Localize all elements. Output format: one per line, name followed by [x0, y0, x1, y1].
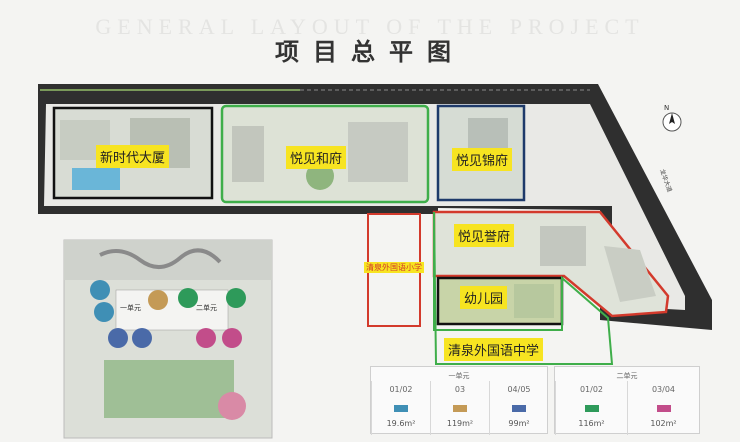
unit-group-2: 二单元 01/02 116m² 03/04 102m²	[554, 366, 700, 435]
svg-text:N: N	[664, 104, 669, 112]
unit-code: 03	[454, 385, 466, 394]
title-english: GENERAL LAYOUT OF THE PROJECT	[95, 14, 645, 39]
unit-swatch	[656, 405, 671, 412]
unit-swatch	[394, 405, 408, 412]
unit-col: 01/02 19.6m²	[371, 381, 430, 435]
unit-marker	[148, 290, 168, 310]
unit-group-title: 二单元	[616, 372, 638, 380]
unit-area: 119m²	[446, 419, 474, 428]
unit-area-table: 一单元 01/02 19.6m² 03 119m² 04/05 99m² 二单元…	[370, 366, 700, 435]
label-yuejian-jinfu: 悦见锦府	[452, 148, 513, 171]
unit-code: 03/04	[651, 385, 676, 394]
label-kindergarten: 幼儿园	[460, 286, 508, 309]
unit-code: 01/02	[389, 385, 413, 394]
unit-marker	[90, 280, 110, 300]
unit-code: 01/02	[579, 385, 604, 394]
unit-group-title: 一单元	[448, 372, 470, 380]
north-arrow-icon: N	[662, 104, 682, 132]
label-yuejian-hefu: 悦见和府	[286, 146, 347, 169]
unit-area: 99m²	[508, 419, 530, 428]
unit-col: 03/04 102m²	[627, 381, 699, 435]
unit-area: 102m²	[650, 419, 677, 428]
label-middle-school: 清泉外国语中学	[444, 338, 544, 361]
unit-marker	[94, 302, 114, 322]
inset-unit-a-label: 一单元	[120, 304, 141, 312]
unit-marker	[132, 328, 152, 348]
unit-area: 116m²	[578, 419, 605, 428]
unit-marker	[196, 328, 216, 348]
unit-code: 04/05	[507, 385, 531, 394]
unit-marker	[178, 288, 198, 308]
unit-marker	[222, 328, 242, 348]
unit-marker	[108, 328, 128, 348]
unit-swatch	[584, 405, 599, 412]
page-title: 项目总平图	[275, 37, 465, 66]
unit-col: 01/02 116m²	[555, 381, 627, 435]
road-label-east: 龙华大道	[658, 168, 674, 193]
unit-marker	[226, 288, 246, 308]
unit-swatch	[512, 405, 526, 412]
inset-unit-b-label: 二单元	[196, 304, 217, 312]
label-primary-school: 清泉外国语小学	[364, 262, 424, 273]
block-middle-school	[433, 211, 614, 365]
unit-swatch	[453, 405, 467, 412]
label-yuejian-yufu: 悦见誉府	[454, 224, 515, 247]
unit-col: 04/05 99m²	[489, 381, 548, 435]
label-xinshidai-dasha: 新时代大厦	[96, 145, 170, 168]
unit-area: 19.6m²	[386, 419, 416, 428]
unit-col: 03 119m²	[430, 381, 489, 435]
unit-group-1: 一单元 01/02 19.6m² 03 119m² 04/05 99m²	[370, 366, 548, 435]
